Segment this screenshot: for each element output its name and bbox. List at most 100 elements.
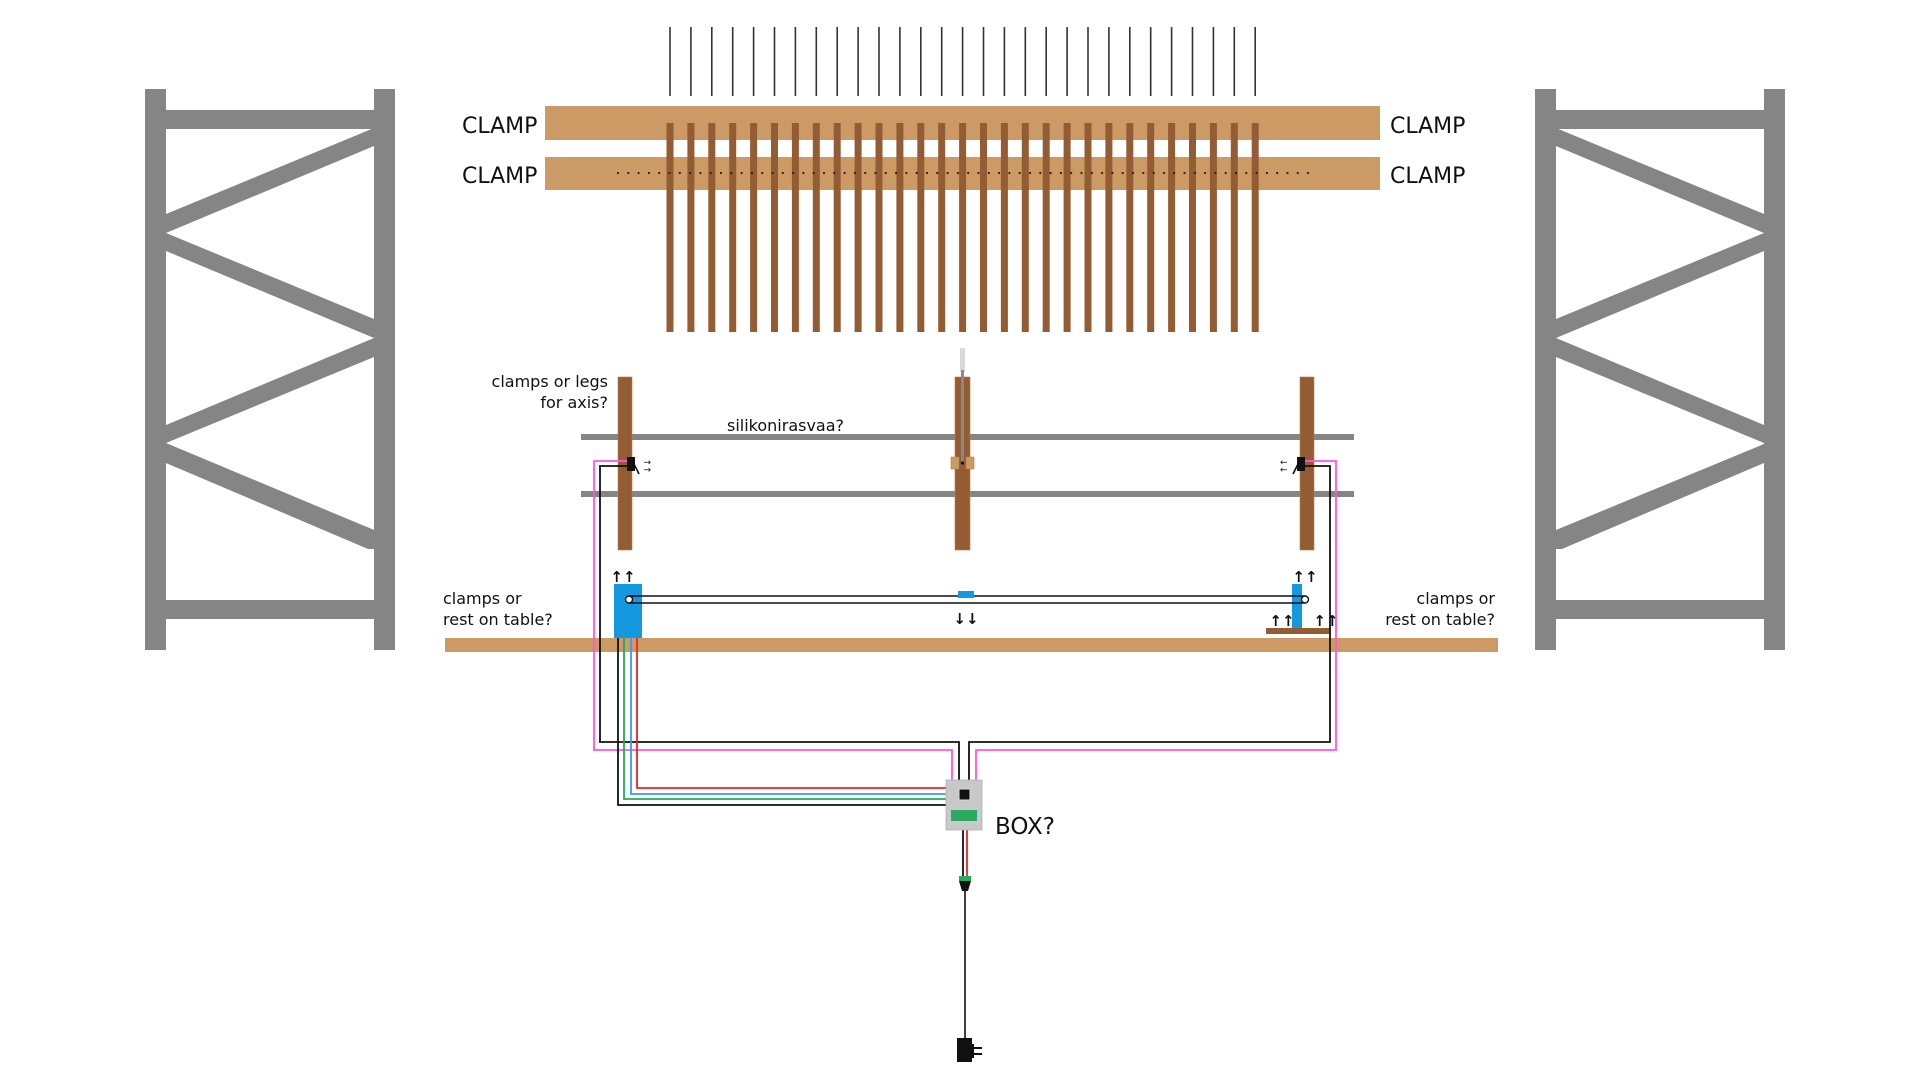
clamp-dot bbox=[936, 171, 939, 175]
rod-end-right bbox=[1300, 595, 1310, 604]
frame-brace bbox=[166, 444, 374, 549]
lubricant-label: silikonirasvaa? bbox=[727, 416, 844, 435]
table-mount-label: rest on table? bbox=[1385, 610, 1495, 629]
clamp-dot bbox=[740, 171, 743, 175]
clamp-dot bbox=[812, 171, 815, 175]
left-switch-block bbox=[614, 584, 642, 638]
clamp-dot bbox=[1101, 171, 1104, 175]
clamp-dot bbox=[1296, 171, 1299, 175]
comb-tooth bbox=[1251, 123, 1259, 332]
clamp-dot bbox=[998, 171, 1001, 175]
clamp-label: CLAMP bbox=[1390, 164, 1465, 189]
black-wire bbox=[968, 465, 1331, 780]
clamp-dot bbox=[1028, 171, 1032, 175]
clamp-dot bbox=[977, 171, 980, 175]
clamp-dot bbox=[1090, 171, 1093, 175]
clamp-dot bbox=[1234, 171, 1238, 175]
clamp-dot bbox=[1142, 171, 1145, 175]
black-wire bbox=[599, 465, 960, 780]
frame-left-post bbox=[1764, 89, 1785, 650]
clamp-dot bbox=[781, 171, 784, 175]
clamp-dot bbox=[668, 171, 671, 175]
frame-bottom-crossbar bbox=[1556, 600, 1764, 619]
clamp-dot bbox=[895, 171, 898, 175]
clamp-dot bbox=[1049, 171, 1052, 175]
clamp-dot bbox=[1008, 171, 1011, 175]
clamp-dot bbox=[1070, 171, 1073, 175]
arrow-up-icon: ↑↑ bbox=[1292, 568, 1317, 586]
left-limit-switch bbox=[627, 457, 640, 475]
frame-brace bbox=[166, 233, 374, 338]
clamp-label: CLAMP bbox=[462, 164, 537, 189]
clamp-dot bbox=[1039, 171, 1042, 175]
clamp-dot bbox=[987, 171, 990, 175]
axis-support-label: for axis? bbox=[540, 393, 608, 412]
comb-tooth bbox=[687, 123, 695, 332]
clamp-dot bbox=[1214, 171, 1217, 175]
rod-slider bbox=[958, 591, 974, 598]
frame-top-crossbar bbox=[166, 110, 374, 129]
red-wire bbox=[636, 638, 946, 789]
arrow-up-icon: ↑↑ bbox=[1269, 612, 1294, 630]
clamp-dot bbox=[730, 171, 733, 175]
comb-tooth bbox=[1126, 123, 1134, 332]
clamp-dot bbox=[719, 171, 723, 175]
clamp-dot bbox=[750, 171, 754, 175]
frame-brace bbox=[166, 338, 374, 443]
comb-tooth bbox=[1063, 123, 1071, 332]
clamp-dot bbox=[1245, 171, 1248, 175]
clamp-dot bbox=[1265, 171, 1268, 175]
arrow-up-icon: ↑↑ bbox=[1313, 612, 1338, 630]
cable-connector bbox=[959, 876, 971, 881]
clamp-dot bbox=[802, 171, 805, 175]
comb-tooth bbox=[1147, 123, 1155, 332]
clamp-dot bbox=[771, 171, 774, 175]
comb-tooth bbox=[896, 123, 904, 332]
frame-right-post bbox=[374, 89, 395, 650]
clamp-dot bbox=[833, 171, 836, 175]
switch-body bbox=[1297, 457, 1305, 471]
comb-tooth bbox=[1000, 123, 1008, 332]
clamp-dot bbox=[1152, 171, 1155, 175]
clamp-label: CLAMP bbox=[1390, 114, 1465, 139]
comb-tooth bbox=[1105, 123, 1113, 332]
table-mount-label: rest on table? bbox=[443, 610, 553, 629]
clamp-dot bbox=[1255, 171, 1258, 175]
box-label: BOX? bbox=[995, 814, 1055, 840]
clamp-dot bbox=[699, 171, 702, 175]
comb-tooth bbox=[729, 123, 737, 332]
clamp-dot bbox=[1276, 171, 1279, 175]
frame-top-crossbar bbox=[1556, 110, 1764, 129]
comb-tooth bbox=[791, 123, 799, 332]
comb-tooth bbox=[875, 123, 883, 332]
comb-teeth bbox=[666, 123, 1259, 332]
right-mount-bracket bbox=[1266, 628, 1330, 634]
comb-tooth bbox=[1209, 123, 1217, 332]
comb-tooth bbox=[750, 123, 758, 332]
frame-brace bbox=[1556, 233, 1764, 338]
box-button bbox=[958, 788, 971, 801]
table-mount-label: clamps or bbox=[443, 589, 522, 608]
comb-tooth bbox=[833, 123, 841, 332]
clamp-dot bbox=[1224, 171, 1227, 175]
comb-tooth bbox=[980, 123, 987, 332]
clamp-dot bbox=[709, 171, 712, 175]
green-wire bbox=[623, 638, 946, 800]
clamp-dot bbox=[616, 171, 620, 175]
clamp-dot bbox=[1204, 171, 1207, 175]
frame-left-post bbox=[145, 89, 166, 650]
clamp-dot bbox=[627, 171, 630, 175]
comb-tooth bbox=[771, 123, 778, 332]
clamp-dot bbox=[1286, 171, 1289, 175]
carriage-pivot bbox=[960, 461, 965, 465]
clamp-dot bbox=[1121, 171, 1124, 175]
clamp-dot bbox=[925, 171, 929, 175]
clamp-dot bbox=[1080, 171, 1083, 175]
frame-brace bbox=[1556, 444, 1764, 549]
comb-tooth bbox=[1084, 123, 1092, 332]
control-box bbox=[945, 779, 983, 831]
switch-lever bbox=[1292, 457, 1302, 475]
rod-end-left bbox=[624, 595, 634, 604]
frame-brace bbox=[1556, 128, 1764, 233]
